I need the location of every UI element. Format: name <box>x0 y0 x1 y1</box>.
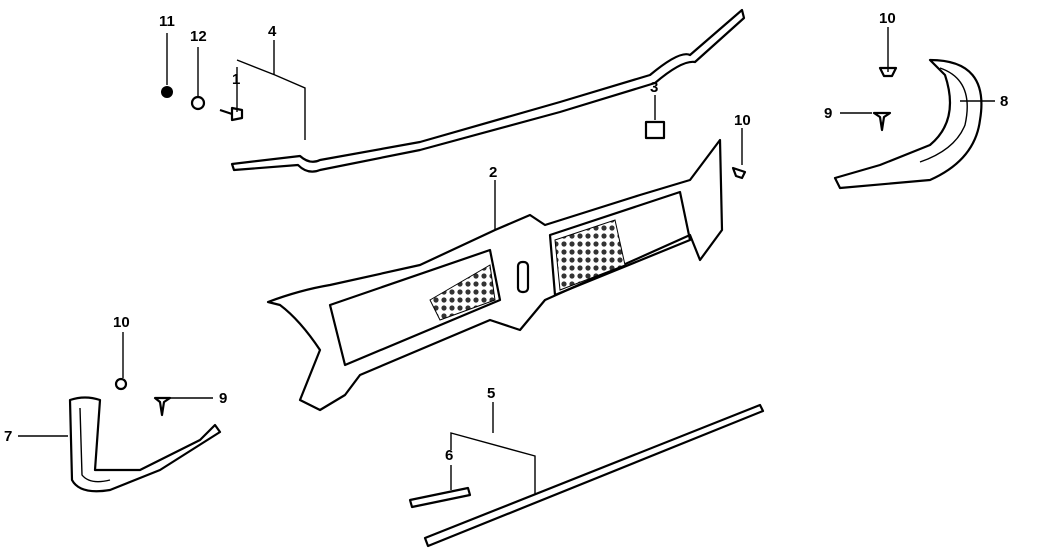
callout-7: 7 <box>4 428 13 445</box>
callout-9: 9 <box>824 105 833 122</box>
front-grille <box>266 138 724 412</box>
screw-icon <box>731 166 747 180</box>
callout-11: 11 <box>159 13 175 30</box>
callout-10: 10 <box>879 10 896 27</box>
clip-icon <box>190 95 206 111</box>
callout-4: 4 <box>268 23 277 40</box>
callout-5: 5 <box>487 385 496 402</box>
callout-6: 6 <box>445 447 454 464</box>
screw-icon <box>114 377 128 391</box>
callout-10: 10 <box>734 112 751 129</box>
callout-3: 3 <box>650 79 659 96</box>
leader-lines <box>18 27 995 495</box>
callout-2: 2 <box>489 164 498 181</box>
grille-clip <box>644 120 666 140</box>
callout-1: 1 <box>232 71 241 88</box>
upper-molding <box>230 8 746 173</box>
left-grille-bracket <box>68 396 222 493</box>
molding-clip <box>408 486 472 509</box>
lower-molding <box>423 403 765 548</box>
nut-icon <box>161 86 173 98</box>
callout-12: 12 <box>190 28 207 45</box>
callout-9: 9 <box>219 390 228 407</box>
screw-icon <box>878 66 898 78</box>
callout-8: 8 <box>1000 93 1009 110</box>
callout-10: 10 <box>113 314 130 331</box>
screw-icon <box>219 106 244 122</box>
screw-icon <box>872 111 892 132</box>
screw-icon <box>153 396 172 417</box>
right-grille-bracket <box>833 58 983 190</box>
